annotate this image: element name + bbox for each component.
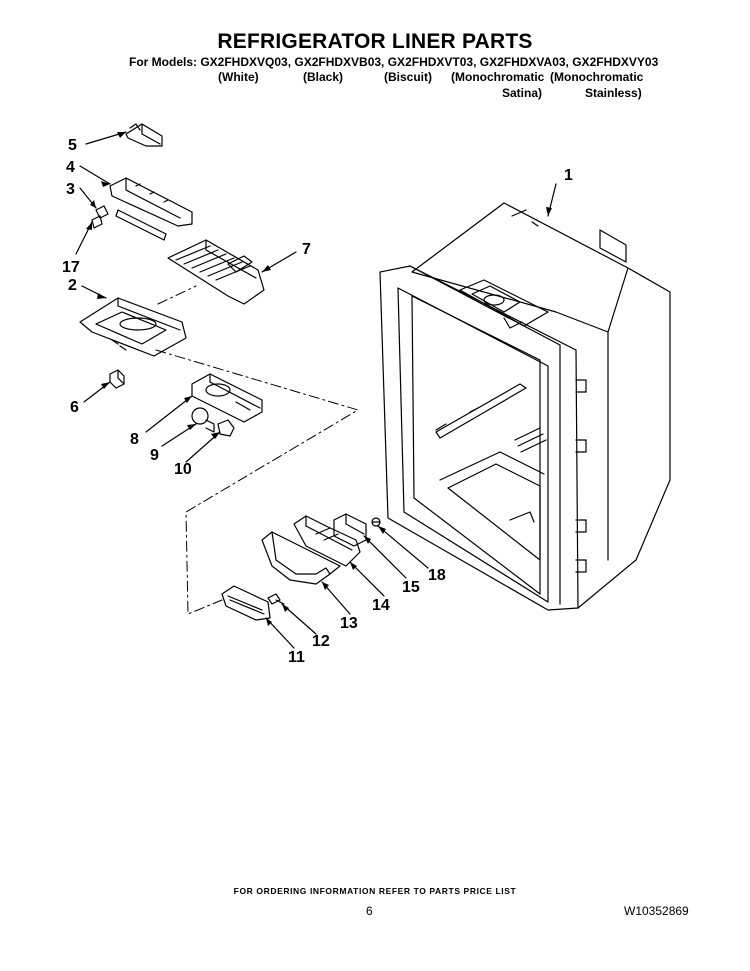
assembly-line (155, 285, 359, 615)
callout-11: 11 (288, 649, 305, 666)
color-stainless-line2: Stainless) (585, 86, 642, 100)
color-satina-line2: Satina) (502, 86, 543, 100)
part-15-control (333, 513, 367, 547)
callout-10: 10 (174, 461, 192, 478)
part-3-socket (91, 205, 109, 229)
callout-2: 2 (68, 277, 77, 294)
ordering-note: FOR ORDERING INFORMATION REFER TO PARTS … (233, 886, 517, 896)
callout-3: 3 (66, 181, 75, 198)
callout-5: 5 (68, 137, 77, 154)
color-white: (White) (218, 70, 259, 84)
part-liner (379, 202, 671, 611)
callout-18: 18 (428, 567, 446, 584)
part-6-clip (109, 369, 125, 389)
callout-4: 4 (66, 159, 75, 176)
color-biscuit: (Biscuit) (384, 70, 432, 84)
callout-6: 6 (70, 399, 79, 416)
models-line: For Models: GX2FHDXVQ03, GX2FHDXVB03, GX… (129, 55, 659, 69)
color-satina-line1: (Monochromatic (451, 70, 545, 84)
page-number: 6 (366, 904, 373, 918)
part-9-bulb (191, 407, 215, 433)
callout-7: 7 (302, 241, 311, 258)
part-13-handle (261, 531, 341, 585)
callout-12: 12 (312, 633, 330, 650)
callout-1: 1 (564, 167, 573, 184)
callout-15: 15 (402, 579, 420, 596)
part-18-screw (371, 517, 381, 527)
part-11-cover (221, 585, 271, 621)
callout-9: 9 (150, 447, 159, 464)
part-14-slide (293, 515, 361, 567)
color-stainless-line1: (Monochromatic (550, 70, 644, 84)
part-4-housing (109, 177, 193, 241)
part-12-screw (267, 593, 285, 605)
arrowheads (86, 132, 552, 626)
part-8-light-housing (191, 373, 263, 423)
leader-lines (75, 131, 557, 649)
part-10-socket (217, 419, 235, 437)
document-number: W10352869 (624, 904, 689, 918)
callout-14: 14 (372, 597, 390, 614)
part-2-tray (79, 297, 187, 357)
page-title: REFRIGERATOR LINER PARTS (217, 30, 533, 53)
callout-8: 8 (130, 431, 139, 448)
part-7-cover (167, 239, 265, 305)
callout-13: 13 (340, 615, 358, 632)
color-black: (Black) (303, 70, 344, 84)
callout-17: 17 (62, 259, 80, 276)
part-5-bracket (125, 123, 163, 147)
